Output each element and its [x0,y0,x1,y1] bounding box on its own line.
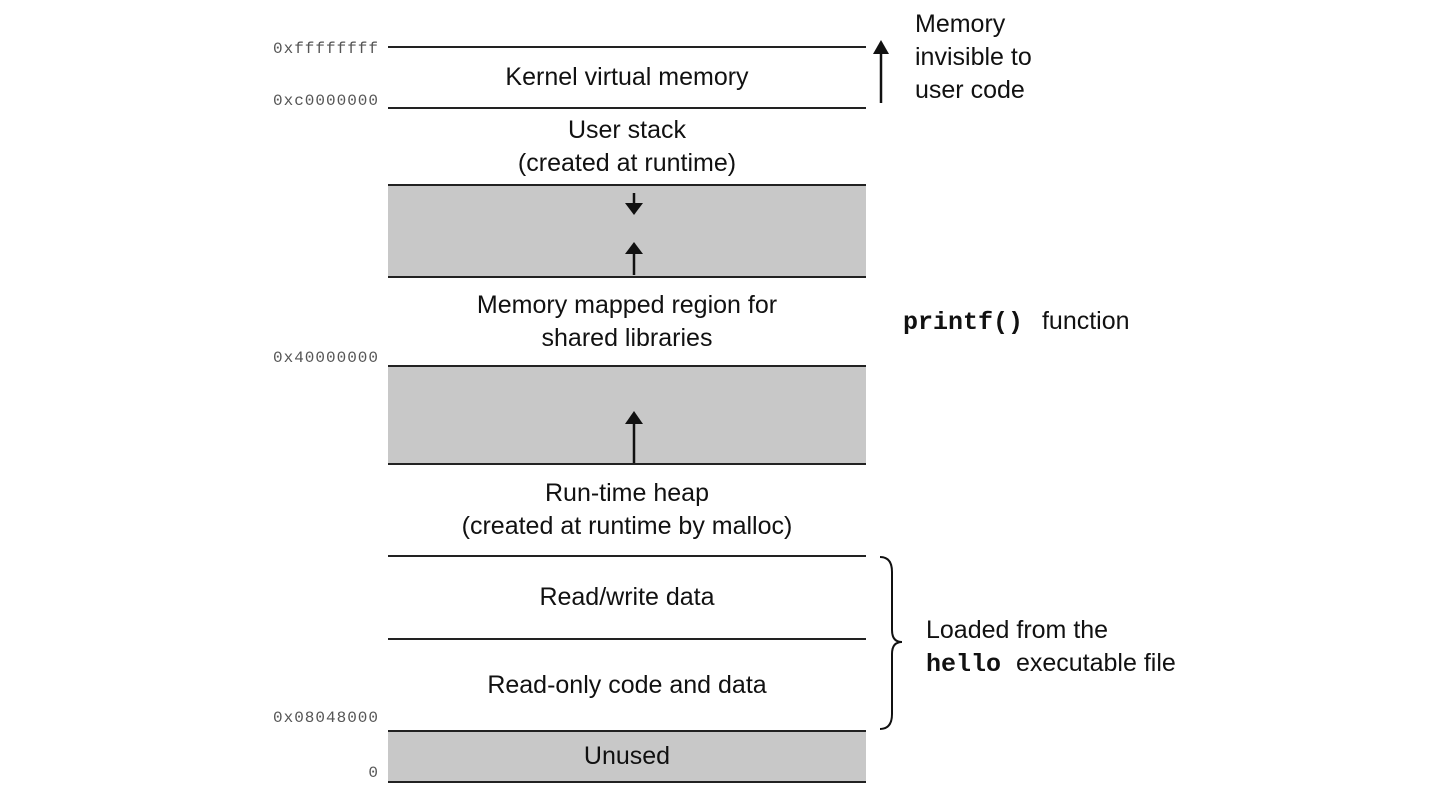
segment-rw-label: Read/write data [539,583,715,611]
loaded-annotation-line2: hello executable file [926,647,1176,681]
segment-stack-gap [388,184,866,276]
address-program-start: 0x08048000 [272,709,379,727]
loaded-annotation: Loaded from the hello executable file [926,614,1176,681]
kernel-annotation-line2: invisible to [915,43,1032,71]
segment-heap-gap [388,365,866,463]
heap-up-arrow-icon [625,411,643,463]
segment-kernel-virtual-memory: Kernel virtual memory [388,46,866,107]
segment-memory-mapped-region: Memory mapped region for shared librarie… [388,276,866,365]
segment-kernel-label: Kernel virtual memory [505,63,749,91]
kernel-up-arrow-icon [873,40,889,103]
stack-down-arrow-icon [625,193,643,215]
segment-run-time-heap: Run-time heap (created at runtime by mal… [388,463,866,555]
loaded-code: hello [926,650,1002,679]
loaded-rest: executable file [1015,649,1176,677]
segment-unused: Unused [388,730,866,783]
segment-ro-label: Read-only code and data [487,670,767,699]
address-kernel-base: 0xc0000000 [272,92,379,110]
loaded-annotation-line1: Loaded from the [926,616,1109,644]
segment-mmap-label: Memory mapped region for [476,290,778,319]
printf-code: printf() [903,308,1024,337]
address-top: 0xffffffff [272,40,379,58]
segment-unused-label: Unused [583,742,671,770]
segment-read-only-code: Read-only code and data [388,638,866,730]
segment-user-stack-note: (created at runtime) [517,148,737,177]
kernel-annotation-line3: user code [915,76,1025,104]
kernel-annotation: Memory invisible to user code [915,8,1032,107]
segment-heap-label: Run-time heap [545,479,709,507]
segment-read-write-data: Read/write data [388,555,866,638]
loaded-brace-icon [879,556,903,730]
printf-annotation: printf() function [903,305,1130,339]
segment-user-stack: User stack (created at runtime) [388,107,866,184]
address-zero: 0 [368,764,379,782]
segment-heap-note: (created at runtime by malloc) [461,512,793,540]
segment-mmap-note: shared libraries [541,323,713,352]
address-shared-libs: 0x40000000 [272,349,379,367]
segment-user-stack-label: User stack [567,115,687,144]
kernel-annotation-line1: Memory [915,10,1006,38]
printf-word: function [1041,307,1130,335]
mmap-up-arrow-icon [625,242,643,275]
